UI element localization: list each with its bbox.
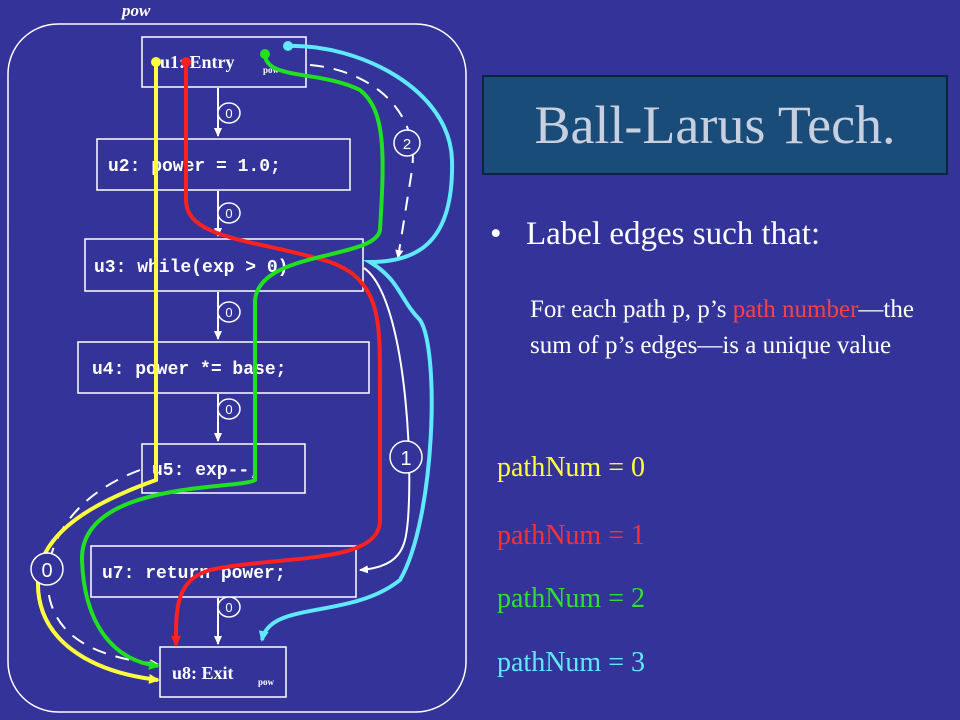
description-after: —the sum of p’s edges—is a unique value [530,296,914,359]
svg-text:0: 0 [225,305,232,320]
node-u5: u5: exp--; [141,443,306,494]
node-u1-label: u1: Entry [160,52,235,72]
svg-text:0: 0 [41,560,52,582]
node-u3-label: u3: while(exp > 0) [94,258,288,278]
edge-back-dashed [309,64,414,259]
legend-path-3: pathNum = 3 [497,647,645,678]
title-box: Ball-Larus Tech. [482,75,948,175]
node-u2: u2: power = 1.0; [96,138,351,191]
weight-u3-u4: 0 [217,301,241,323]
svg-text:0: 0 [225,106,232,121]
legend-path-1: pathNum = 1 [497,520,645,551]
node-u8-label: u8: Exit [172,663,234,683]
weight-u4-u5: 0 [217,398,241,420]
legend-path-0: pathNum = 0 [497,452,645,483]
node-u4-label: u4: power *= base; [92,360,286,380]
procedure-frame [7,23,467,713]
edge-u3-u7 [359,267,411,574]
weight-u1-u2: 0 [217,102,241,124]
weight-u3-u7: 1 [389,440,423,474]
path-2-overlay [79,53,385,670]
path-2-start [260,49,270,59]
weight-back-edge: 2 [393,129,421,157]
legend-path-2: pathNum = 2 [497,583,645,614]
bullet-text: Label edges such that: [526,216,821,252]
svg-text:0: 0 [225,600,232,615]
node-u7: u7: return power; [90,545,357,598]
svg-text:2: 2 [403,136,411,153]
description-before: For each path p, p’s [530,296,733,323]
description-highlight: path number [732,296,859,323]
weight-u1-u8: 0 [30,552,64,586]
edge-u1-u8-dashed [46,469,159,668]
weight-u2-u3: 0 [217,202,241,224]
svg-text:0: 0 [225,402,232,417]
node-u3: u3: while(exp > 0) [84,238,364,292]
bullet-point: • Label edges such that: [490,216,820,253]
node-u8: u8: Exit pow [159,646,287,698]
path-1-overlay [170,62,382,647]
node-u1: u1: Entry pow [141,36,307,88]
svg-text:1: 1 [400,448,411,470]
path-1-start [181,57,191,67]
path-3-overlay [258,43,455,642]
bullet-icon: • [490,216,502,252]
slide-title: Ball-Larus Tech. [534,95,896,155]
weight-u7-u8: 0 [217,596,241,618]
node-u8-sub: pow [258,677,275,687]
node-u4: u4: power *= base; [77,341,370,394]
node-u5-label: u5: exp--; [152,461,260,481]
path-0-start [151,57,161,67]
svg-text:0: 0 [225,206,232,221]
node-u2-label: u2: power = 1.0; [108,157,281,177]
path-3-start [283,41,293,51]
procedure-label: pow [120,1,151,20]
description: For each path p, p’s path number—the sum… [530,292,930,364]
node-u7-label: u7: return power; [102,564,286,584]
node-u1-sub: pow [263,65,280,75]
